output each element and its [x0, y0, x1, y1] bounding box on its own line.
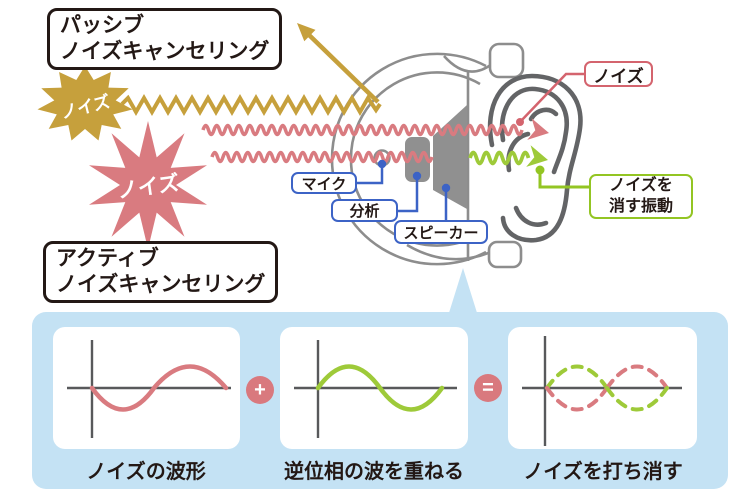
active-nc-title: アクティブ ノイズキャンセリング: [43, 241, 279, 304]
wave-card-cancelled: [508, 327, 697, 449]
wave-card-antiphase: [280, 327, 468, 449]
speaker-callout-dot: [441, 183, 451, 193]
pink-noise-wave-upper: [201, 123, 524, 137]
mic-circle: [373, 149, 391, 167]
pink-callout-line: [519, 72, 585, 123]
passive-nc-title-line2: ノイズキャンセリング: [60, 39, 270, 63]
pink-star-noise-label: ノイズ: [115, 171, 181, 204]
gold-reflect-arrowhead: [297, 23, 316, 42]
ear-antihelix: [506, 131, 531, 173]
ear-hook-top: [443, 55, 493, 73]
ear-lobe-line: [513, 205, 549, 227]
gold-noise-zigzag: [120, 93, 382, 117]
pink-noise-wave-lower: [210, 150, 434, 164]
caption-antiphase-wave: 逆位相の波を重ねる: [284, 461, 464, 483]
speaker-tag: スピーカー: [394, 220, 488, 244]
speaker-cone: [433, 105, 467, 209]
passive-nc-title: パッシブ ノイズキャンセリング: [47, 8, 283, 71]
hook-tip-bottom: [487, 240, 523, 269]
ear-illustration: [487, 73, 583, 243]
green-callout-dot: [535, 165, 545, 175]
panel-pointer-triangle: [448, 268, 478, 316]
caption-noise-cancelled: ノイズを打ち消す: [523, 461, 683, 483]
passive-nc-title-line1: パッシブ: [60, 14, 144, 37]
green-cancel-arrowhead: [526, 145, 548, 167]
green-cancel-wave: [468, 150, 531, 166]
ear-hook-bottom: [406, 243, 492, 261]
ear-outer-contour: [487, 73, 583, 243]
active-nc-title-line1: アクティブ: [56, 247, 159, 270]
ear-crus-hook: [528, 107, 559, 122]
gold-star-noise-label: ノイズ: [58, 92, 113, 123]
equals-operator: =: [474, 374, 502, 402]
noise-callout-tag: ノイズ: [584, 61, 653, 87]
plus-operator: +: [246, 376, 274, 404]
pink-callout-dot: [516, 118, 524, 126]
active-nc-title-line2: ノイズキャンセリング: [56, 272, 266, 296]
cancel-vibration-line1: ノイズを: [609, 176, 673, 194]
analysis-callout-dot: [412, 171, 422, 181]
ear-helix-rim: [499, 86, 570, 175]
analysis-chip: [405, 137, 430, 182]
gold-reflect-arrow-line: [305, 31, 380, 104]
analysis-tag: 分析: [331, 199, 398, 222]
caption-noise-waveform: ノイズの波形: [86, 461, 206, 483]
mic-callout-dot: [377, 159, 387, 169]
hook-tip-top: [488, 42, 525, 79]
analysis-callout-line: [398, 176, 419, 213]
green-callout-line: [538, 170, 590, 189]
mic-tag: マイク: [291, 172, 357, 194]
cancel-vibration-tag: ノイズを 消す振動: [589, 174, 693, 219]
mic-callout-line: [357, 164, 384, 185]
pink-noise-arrowhead: [527, 118, 549, 140]
cancel-vibration-line2: 消す振動: [608, 197, 673, 215]
wave-card-noise: [53, 327, 240, 449]
